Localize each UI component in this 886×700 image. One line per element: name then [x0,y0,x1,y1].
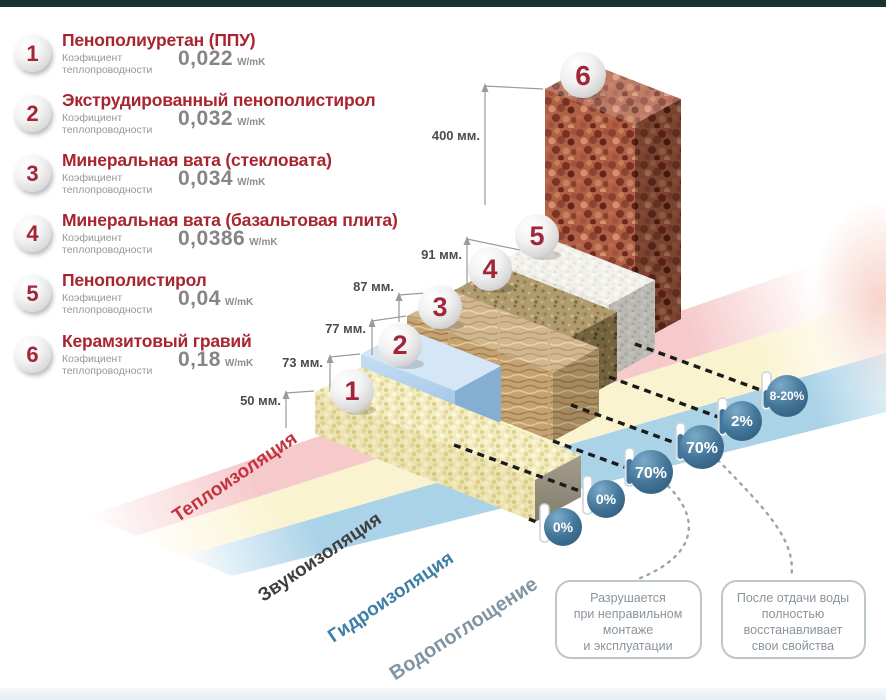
svg-text:5: 5 [529,221,544,251]
thickness-label-3: 77 мм. [325,321,366,336]
legend-item-ppu: 1 Пенополиуретан (ППУ) Коэфициент теплоп… [0,30,460,90]
thickness-label-4: 87 мм. [353,279,394,294]
block-number-badge: 2 [378,323,424,369]
bottom-accent-bar [0,688,886,700]
coefficient-label-line1: Коэфициент [62,353,123,365]
svg-text:при неправильном: при неправильном [574,607,683,621]
coefficient-unit: W/mK [224,358,254,369]
svg-text:4: 4 [482,254,497,284]
measurement-arrowheads [282,83,489,399]
absorption-badge: 2% [722,401,762,441]
legend-number-badge: 5 [14,275,51,312]
block-number-badge: 4 [468,247,514,293]
coefficient-label-line2: теплопроводности [62,184,153,196]
coefficient-label: Коэфициент теплопроводности [62,232,152,256]
svg-text:После отдачи воды: После отдачи воды [737,591,849,605]
svg-text:2%: 2% [731,413,753,430]
materials-legend: 1 Пенополиуретан (ППУ) Коэфициент теплоп… [0,24,460,404]
absorption-badge: 70% [680,425,724,469]
callout-connectors [636,458,794,581]
material-title: Пенополистирол [62,270,207,290]
svg-text:монтаже: монтаже [603,623,653,637]
legend-item-xps: 2 Экструдированный пенополистирол Коэфиц… [0,90,460,150]
thickness-label-6: 400 мм. [432,128,480,143]
coefficient-label-line2: теплопроводности [62,365,153,377]
top-accent-bar [0,0,886,7]
legend-number-badge: 4 [14,215,51,252]
coefficient-unit: W/mK [237,57,266,68]
coefficient-unit: W/mK [237,117,266,128]
block-number-badges: 1 2 3 4 5 6 [330,52,607,415]
material-title: Пенополиуретан (ППУ) [62,30,256,50]
block-ppu-foam [315,367,581,522]
legend-item-eps: 5 Пенополистирол Коэфициент теплопроводн… [0,270,460,330]
svg-text:свои свойства: свои свойства [752,639,834,653]
coefficient-value: 0,0386 [178,227,246,250]
coefficient-value: 0,032 [178,107,234,130]
material-title: Экструдированный пенополистирол [62,90,376,110]
coefficient-value: 0,022 [178,47,234,70]
absorption-badge: 0% [544,508,582,546]
thickness-label-2: 73 мм. [282,355,323,370]
legend-number-badge: 3 [14,155,51,192]
thickness-label-1: 50 мм. [240,393,281,408]
legend-number-badge: 2 [14,95,51,132]
coefficient-label: Коэфициент теплопроводности [62,172,152,196]
svg-text:и эксплуатации: и эксплуатации [583,639,672,653]
svg-text:8-20%: 8-20% [770,389,805,403]
block-number-badge: 3 [418,285,464,331]
svg-text:3: 3 [432,292,447,322]
coefficient-value: 0,18 [178,348,221,371]
svg-text:0%: 0% [596,491,617,507]
callout-box-restores: После отдачи воды полностью восстанавлив… [721,580,866,659]
svg-text:0%: 0% [553,519,574,535]
legend-item-keramzit: 6 Керамзитовый гравий Коэфициент теплопр… [0,331,460,391]
coefficient-label-line1: Коэфициент [62,292,123,304]
legend-number-badge: 1 [14,35,51,72]
legend-item-glass-wool: 3 Минеральная вата (стекловата) Коэфицие… [0,150,460,210]
coefficient-unit: W/mK [224,297,254,308]
coefficient-unit: W/mK [249,237,278,248]
svg-text:восстанавливает: восстанавливает [744,623,843,637]
thickness-label-5: 91 мм. [421,247,462,262]
svg-text:Разрушается: Разрушается [590,591,666,605]
coefficient-label-line1: Коэфициент [62,172,123,184]
material-title: Минеральная вата (базальтовая плита) [62,210,398,230]
coefficient-label-line2: теплопроводности [62,304,153,316]
coefficient-label-line2: теплопроводности [62,244,153,256]
coefficient-value: 0,034 [178,167,234,190]
callout-box-destroyed: Разрушается при неправильном монтаже и э… [555,580,702,659]
coefficient-label: Коэфициент теплопроводности [62,292,152,316]
material-title: Керамзитовый гравий [62,331,252,351]
svg-text:6: 6 [575,60,591,91]
coefficient-label-line2: теплопроводности [62,64,153,76]
coefficient-label: Коэфициент теплопроводности [62,353,152,377]
coefficient-label: Коэфициент теплопроводности [62,112,152,136]
legend-item-basalt: 4 Минеральная вата (базальтовая плита) К… [0,210,460,270]
svg-text:2: 2 [392,330,407,360]
absorption-badge: 0% [587,480,625,518]
absorption-badge: 70% [629,450,673,494]
coefficient-label-line1: Коэфициент [62,52,123,64]
callout-boxes: Разрушается при неправильном монтаже и э… [555,580,866,659]
legend-number-badge: 6 [14,336,51,373]
coefficient-value: 0,04 [178,287,221,310]
svg-text:1: 1 [344,376,359,406]
block-number-badge: 6 [560,52,607,100]
material-title: Минеральная вата (стекловата) [62,150,332,170]
svg-text:полностью: полностью [762,607,824,621]
coefficient-label-line2: теплопроводности [62,124,153,136]
coefficient-label-line1: Коэфициент [62,112,123,124]
absorption-badges: 0% 0% 70% 70% 2% 8-20% [544,375,808,546]
coefficient-unit: W/mK [237,177,266,188]
block-number-badge: 1 [330,369,376,415]
block-number-badge: 5 [515,214,561,260]
coefficient-label: Коэфициент теплопроводности [62,52,152,76]
sound-band [136,296,886,556]
absorption-badge: 8-20% [766,375,808,417]
coefficient-label-line1: Коэфициент [62,232,123,244]
svg-text:70%: 70% [686,440,718,457]
svg-text:70%: 70% [635,465,667,482]
